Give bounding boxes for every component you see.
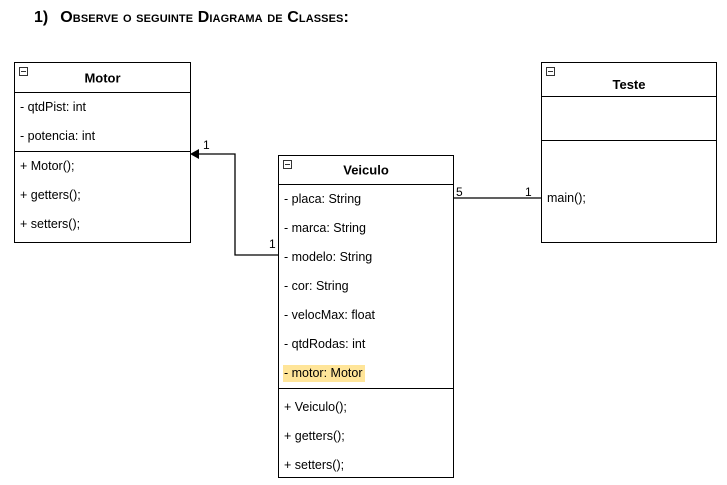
attribute: - qtdPist: int: [20, 100, 86, 114]
heading-number: 1): [34, 9, 49, 26]
class-teste-header: Teste: [542, 63, 716, 97]
collapse-icon[interactable]: [283, 160, 292, 169]
attribute: - marca: String: [284, 221, 366, 235]
heading-text: Observe o seguinte Diagrama de Classes:: [60, 9, 349, 26]
method: + Veiculo();: [284, 400, 347, 414]
class-veiculo-methods: + Veiculo(); + getters(); + setters();: [279, 388, 453, 480]
attribute: - cor: String: [284, 279, 349, 293]
class-veiculo[interactable]: Veiculo - placa: String - marca: String …: [278, 155, 454, 478]
class-name: Veiculo: [343, 162, 389, 178]
attribute: - potencia: int: [20, 129, 96, 143]
method: + setters();: [20, 217, 81, 231]
collapse-icon[interactable]: [546, 67, 555, 76]
method: + Motor();: [20, 159, 75, 173]
class-motor[interactable]: Motor - qtdPist: int - potencia: int + M…: [14, 62, 191, 243]
class-name: Teste: [612, 77, 646, 92]
attribute: - modelo: String: [284, 250, 373, 264]
method: main();: [547, 191, 586, 205]
method: + getters();: [20, 188, 81, 202]
class-veiculo-attributes: - placa: String - marca: String - modelo…: [279, 185, 453, 388]
multiplicity-veiculo-motor-end: 1: [269, 237, 276, 251]
method: + setters();: [284, 458, 345, 472]
attribute: - qtdRodas: int: [284, 337, 366, 351]
highlighted-attribute: - motor: Motor: [279, 359, 453, 388]
class-teste-attributes: [542, 97, 716, 140]
page-heading: 1) Observe o seguinte Diagrama de Classes…: [34, 9, 349, 27]
class-teste[interactable]: Teste main();: [541, 62, 717, 243]
veiculo-motor-arrowhead: [190, 149, 199, 159]
class-motor-methods: + Motor(); + getters(); + setters();: [15, 151, 190, 239]
class-name: Motor: [84, 70, 121, 85]
attribute: - velocMax: float: [284, 308, 376, 322]
class-teste-methods: main();: [542, 140, 716, 213]
multiplicity-veiculo-teste-end: 5: [456, 185, 463, 199]
multiplicity-teste-end: 1: [525, 185, 532, 199]
highlighted-attribute-text: - motor: Motor: [283, 365, 365, 382]
collapse-icon[interactable]: [19, 67, 28, 76]
attribute: - placa: String: [284, 192, 362, 206]
class-motor-attributes: - qtdPist: int - potencia: int: [15, 93, 190, 151]
multiplicity-motor-end: 1: [203, 138, 210, 152]
method: + getters();: [284, 429, 345, 443]
class-motor-header: Motor: [15, 63, 190, 93]
veiculo-motor-association-line: [196, 153, 278, 256]
class-veiculo-header: Veiculo: [279, 156, 453, 185]
